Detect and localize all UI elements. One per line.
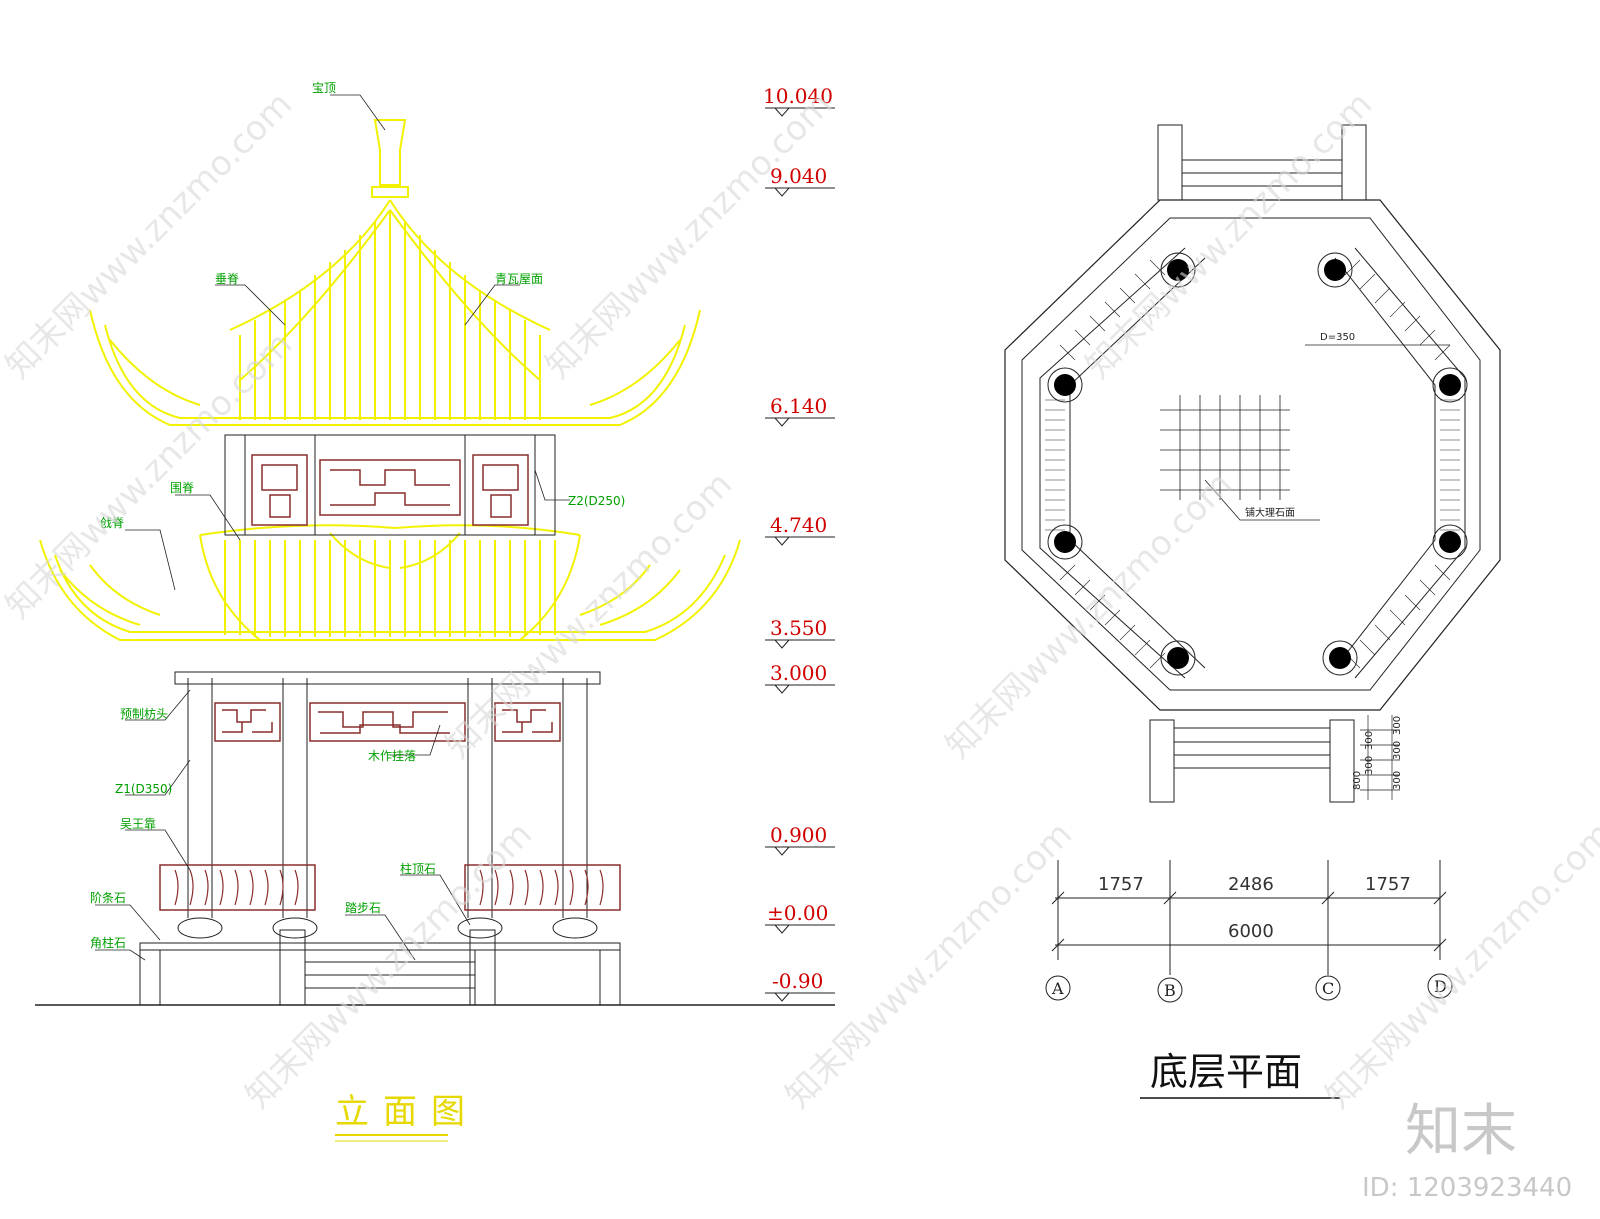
floor-label: 铺大理石面 <box>1245 506 1295 519</box>
base-platform <box>139 929 621 1006</box>
label-wood-hanging: 木作挂落 <box>368 749 416 763</box>
step-dim-2: 300 <box>1364 756 1375 775</box>
lower-lattice <box>214 702 561 742</box>
watermark-9: 知末网www.znzmo.com <box>1318 814 1600 1116</box>
upper-lattice <box>251 454 529 526</box>
dim-total: 6000 <box>1228 921 1274 942</box>
step-dim-5: 300 <box>1392 771 1403 790</box>
elevation-1: 10.040 <box>763 84 833 108</box>
elevation-9: -0.90 <box>772 969 823 993</box>
label-hip-ridge: 垂脊 <box>215 272 239 286</box>
plan-inner-octagon <box>1021 217 1481 691</box>
plan-columns <box>1047 252 1468 676</box>
lower-roof <box>39 524 741 641</box>
step-dim-6: 800 <box>1352 771 1363 790</box>
watermark-2: 知末网www.znzmo.com <box>538 84 840 386</box>
elevation-8: ±0.00 <box>767 901 828 925</box>
elevation-marks <box>765 107 835 1002</box>
step-dims <box>1360 715 1400 800</box>
elevation-drawing: 宝顶 垂脊 青瓦屋面 围脊 戗脊 Z2(D250) 预制枋头 木作挂落 Z1(D… <box>35 81 835 1142</box>
elevation-4: 4.740 <box>770 513 827 537</box>
elevation-2: 9.040 <box>770 164 827 188</box>
label-prefab-beam-head: 预制枋头 <box>120 706 168 721</box>
column-dia-label: D=350 <box>1320 332 1355 343</box>
label-tile-roof: 青瓦屋面 <box>495 272 543 286</box>
watermark-8: 知末网www.znzmo.com <box>778 814 1080 1116</box>
lower-columns <box>187 678 588 918</box>
label-angle-ridge: 戗脊 <box>100 516 124 530</box>
step-dim-4: 300 <box>1392 741 1403 760</box>
label-tread-stone: 踏步石 <box>345 901 381 915</box>
floor-pattern <box>1160 395 1290 500</box>
label-finial: 宝顶 <box>312 81 336 95</box>
plan-outer-octagon <box>1004 199 1501 711</box>
upper-structure <box>224 434 556 536</box>
plan-title: 底层平面 <box>1150 1050 1302 1094</box>
elevation-7: 0.900 <box>770 823 827 847</box>
label-step-stone: 阶条石 <box>90 891 126 905</box>
axis-d: D <box>1434 977 1447 996</box>
step-dim-1: 300 <box>1364 731 1375 750</box>
axis-c: C <box>1322 979 1334 998</box>
step-dim-3: 300 <box>1392 716 1403 735</box>
image-id: ID: 1203923440 <box>1362 1173 1572 1203</box>
label-surround-ridge: 围脊 <box>170 481 194 495</box>
label-column2: Z2(D250) <box>568 494 625 508</box>
plan-dimensions <box>1051 860 1447 975</box>
axis-b: B <box>1164 981 1176 1000</box>
label-column-top-stone: 柱顶石 <box>400 861 436 876</box>
floor-leader <box>1204 479 1320 521</box>
upper-roof <box>89 119 701 426</box>
elevation-title: 立面图 <box>335 1092 479 1132</box>
axis-bubbles <box>1045 973 1453 1003</box>
label-corner-stone: 角柱石 <box>90 935 126 950</box>
elevation-6: 3.000 <box>770 661 827 685</box>
dim-span-1: 1757 <box>1098 874 1144 895</box>
leader-lines <box>95 94 570 961</box>
axis-a: A <box>1051 979 1064 998</box>
dim-span-3: 1757 <box>1365 874 1411 895</box>
brand-logo: 知末 <box>1405 1099 1517 1164</box>
dim-span-2: 2486 <box>1228 874 1274 895</box>
elevation-5: 3.550 <box>770 616 827 640</box>
bench-railings <box>159 864 621 911</box>
label-column1: Z1(D350) <box>115 782 172 796</box>
plan-drawing <box>1004 124 1501 803</box>
watermark-6: 知末网www.znzmo.com <box>938 464 1240 766</box>
elevation-3: 6.140 <box>770 394 827 418</box>
label-bench: 吴王靠 <box>120 817 156 831</box>
lower-beam <box>174 671 601 685</box>
column-bases <box>177 917 598 939</box>
